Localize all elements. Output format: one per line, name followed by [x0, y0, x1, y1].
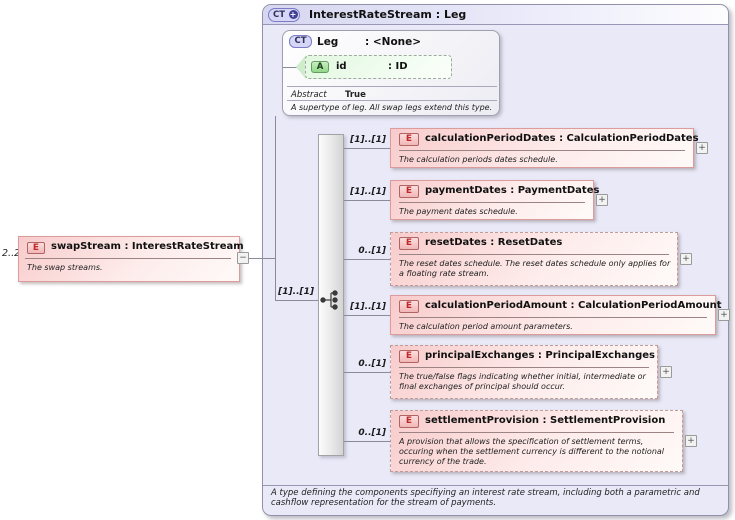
separator-line	[287, 100, 497, 101]
expand-toggle-button[interactable]: +	[596, 194, 608, 206]
basetype-type: : <None>	[365, 36, 422, 48]
ct-badge-icon: CT	[289, 35, 312, 48]
element-box-settlementProvision[interactable]: E settlementProvision : SettlementProvis…	[390, 410, 683, 472]
connector-line	[344, 148, 390, 149]
element-badge-icon: E	[399, 133, 419, 146]
connector-line	[249, 258, 275, 259]
complextype-title: InterestRateStream : Leg	[309, 8, 467, 21]
child-cardinality-label: 0..[1]	[358, 359, 386, 369]
element-title: resetDates : ResetDates	[425, 237, 563, 248]
complextype-plus-badge-icon: CT +	[268, 7, 300, 22]
separator-line	[399, 254, 669, 255]
connector-line	[344, 259, 390, 260]
connector-line	[283, 67, 297, 68]
element-badge-icon: E	[399, 237, 419, 250]
element-title: calculationPeriodAmount : CalculationPer…	[425, 300, 722, 311]
element-box-principalExchanges[interactable]: E principalExchanges : PrincipalExchange…	[390, 345, 658, 399]
element-badge-icon: E	[399, 415, 419, 428]
complextype-titlebar: CT + InterestRateStream : Leg	[263, 5, 728, 25]
basetype-name: Leg	[317, 36, 339, 48]
expand-toggle-button[interactable]: +	[696, 142, 708, 154]
plus-circle-icon: +	[288, 10, 298, 19]
connector-line	[344, 200, 390, 201]
separator-line	[287, 86, 497, 87]
ct-badge-label: CT	[273, 9, 286, 20]
element-annotation: A provision that allows the specificatio…	[399, 437, 665, 466]
connector-line	[275, 300, 318, 301]
expand-toggle-button[interactable]: +	[660, 366, 672, 378]
connector-line	[344, 315, 390, 316]
element-box-paymentDates[interactable]: E paymentDates : PaymentDates The paymen…	[390, 180, 599, 220]
sequence-icon	[320, 290, 338, 310]
element-title: settlementProvision : SettlementProvisio…	[425, 415, 666, 426]
collapse-toggle-button[interactable]: −	[237, 252, 249, 264]
facet-value: True	[345, 90, 366, 100]
element-badge-icon: E	[399, 350, 419, 363]
basetype-annotation: A supertype of leg. All swap legs extend…	[291, 103, 493, 112]
child-cardinality-label: [1]..[1]	[350, 302, 386, 312]
element-annotation: The payment dates schedule.	[399, 207, 518, 216]
child-cardinality-label: 0..[1]	[358, 246, 386, 256]
element-annotation: The swap streams.	[27, 263, 103, 272]
attribute-type: : ID	[388, 61, 408, 72]
attribute-box-id[interactable]: A id : ID	[305, 55, 452, 79]
element-title: swapStream : InterestRateStream	[51, 241, 244, 252]
element-annotation: The calculation period amount parameters…	[399, 322, 573, 331]
element-title: paymentDates : PaymentDates	[425, 185, 600, 196]
complextype-annotation: A type defining the components specifiyi…	[271, 488, 700, 508]
element-annotation: The calculation periods dates schedule.	[399, 155, 558, 164]
element-badge-icon: E	[27, 242, 45, 254]
attribute-arrow-tip	[296, 55, 306, 79]
separator-line	[399, 150, 685, 151]
element-annotation: The true/false flags indicating whether …	[399, 372, 646, 391]
element-badge-icon: E	[399, 185, 419, 198]
child-cardinality-label: [1]..[1]	[350, 135, 386, 145]
expand-toggle-button[interactable]: +	[718, 309, 730, 321]
attribute-name: id	[336, 61, 347, 72]
connector-line	[275, 116, 276, 301]
separator-line	[399, 202, 585, 203]
connector-line	[344, 441, 390, 442]
source-cardinality-label: 2..2	[2, 248, 21, 259]
element-box-swapstream[interactable]: E swapStream : InterestRateStream The sw…	[18, 236, 244, 282]
element-box-calculationPeriodDates[interactable]: E calculationPeriodDates : CalculationPe…	[390, 128, 699, 168]
element-title: principalExchanges : PrincipalExchanges	[425, 350, 655, 361]
element-box-resetDates[interactable]: E resetDates : ResetDates The reset date…	[390, 232, 678, 286]
element-badge-icon: E	[399, 300, 419, 313]
child-cardinality-label: [1]..[1]	[350, 187, 386, 197]
sequence-cardinality-label: [1]..[1]	[278, 287, 314, 297]
element-title: calculationPeriodDates : CalculationPeri…	[425, 133, 699, 144]
expand-toggle-button[interactable]: +	[685, 435, 697, 447]
connector-line	[344, 372, 390, 373]
separator-line	[399, 432, 674, 433]
separator-line	[399, 367, 649, 368]
facet-name: Abstract	[291, 90, 327, 100]
expand-toggle-button[interactable]: +	[680, 253, 692, 265]
complextype-annotation-area: A type defining the components specifiyi…	[263, 485, 728, 515]
separator-line	[399, 317, 707, 318]
element-box-calculationPeriodAmount[interactable]: E calculationPeriodAmount : CalculationP…	[390, 295, 722, 335]
child-cardinality-label: 0..[1]	[358, 428, 386, 438]
element-annotation: The reset dates schedule. The reset date…	[399, 259, 671, 278]
attribute-badge-icon: A	[311, 61, 329, 73]
separator-line	[25, 258, 231, 259]
